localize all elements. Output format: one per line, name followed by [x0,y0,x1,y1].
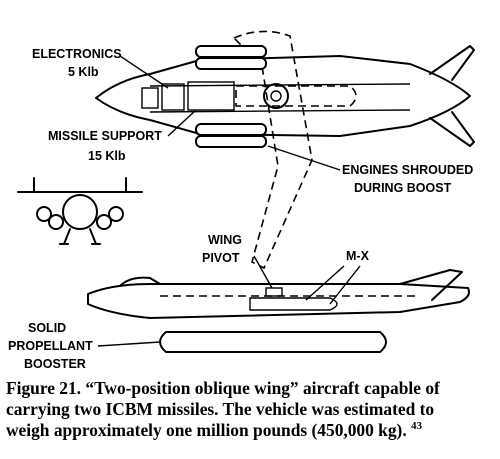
label-pivot: PIVOT [202,251,240,265]
side-view [87,269,470,353]
label-electronics: ELECTRONICS [32,47,122,61]
leader-electronics [119,55,169,89]
label-mx: M-X [346,249,370,263]
missile-outline-plan [235,85,357,107]
label-wing: WING [208,233,242,247]
engine-pod-lower-1 [195,123,267,136]
tail-fin-lower [429,111,475,147]
label-missile-support: MISSILE SUPPORT [48,129,162,143]
label-during-boost: DURING BOOST [354,181,452,195]
aircraft-drawing: ELECTRONICS 5 Klb MISSILE SUPPORT 15 Klb… [8,30,475,371]
front-engine-r1 [96,214,112,230]
fuselage-side [87,283,470,319]
front-engine-l2 [48,214,64,230]
label-solid: SOLID [28,321,66,335]
electronics-bay [141,87,159,109]
wing-pivot-side [265,287,283,297]
front-view [17,177,143,245]
leader-booster [97,341,161,347]
tail-fin-side [399,269,463,301]
front-landing-gear [59,228,101,245]
missile-bay [187,81,235,111]
label-propellant: PROPELLANT [8,339,93,353]
leader-mx [305,265,361,305]
figure-caption: Figure 21. “Two-position oblique wing” a… [6,378,496,441]
electronics-box [161,83,185,111]
front-engine-r2 [108,206,124,222]
engine-pod-upper-2 [195,57,267,70]
label-booster: BOOSTER [24,357,86,371]
footnote-ref: 43 [411,420,423,433]
caption-line-3-text: weigh approximately one million pounds (… [6,420,407,440]
leader-missile-support [167,109,197,137]
plan-view [95,30,475,270]
caption-line-2: carrying two ICBM missiles. The vehicle … [6,399,435,419]
leader-wing-pivot [253,255,273,289]
label-missile-support-weight: 15 Klb [88,149,126,163]
leader-engines [267,145,341,171]
caption-line-3: weigh approximately one million pounds (… [6,420,496,441]
wing-pivot-hub [270,90,282,102]
engine-pod-lower-2 [195,135,267,148]
label-electronics-weight: 5 Klb [68,65,99,79]
wing-pivot-circle [263,83,289,109]
missile-side [249,297,338,311]
caption-line-1: Figure 21. “Two-position oblique wing” a… [6,378,440,398]
tail-fin-upper [429,45,475,81]
booster [159,331,387,353]
front-engine-l1 [36,206,52,222]
fuselage-plan [95,55,471,137]
front-fuselage [62,194,98,230]
cockpit-side [119,276,161,287]
engine-pod-upper-1 [195,45,267,58]
label-engines-shrouded: ENGINES SHROUDED [342,163,473,177]
